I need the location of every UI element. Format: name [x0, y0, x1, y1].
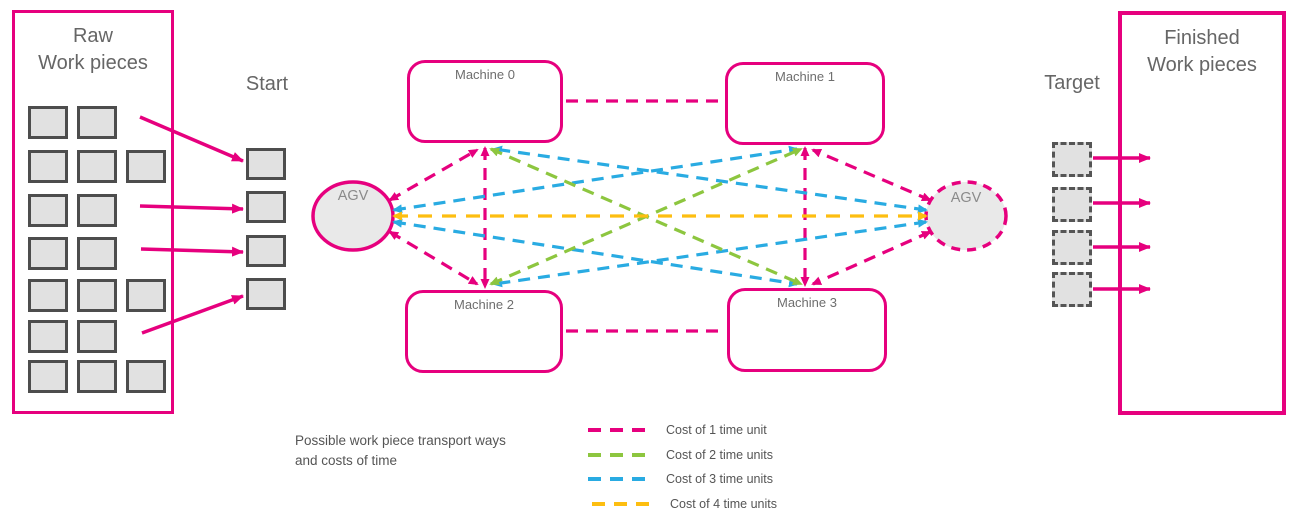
agv-left-label: AGV — [337, 188, 369, 204]
legend-label-cost-1: Cost of 1 time unit — [666, 423, 767, 438]
machine-3-label: Machine 3 — [777, 295, 837, 310]
workpiece-square — [126, 360, 166, 393]
finished-workpieces-box: Finished Work pieces — [1118, 11, 1286, 415]
legend-dash-swatch-cost-1 — [588, 428, 650, 433]
edge-agv_right-machine0-cost3 — [492, 145, 928, 214]
workpiece-square — [28, 106, 68, 139]
workpiece-square — [77, 320, 117, 353]
raw-workpieces-row — [28, 320, 117, 353]
start-slot-square — [246, 278, 286, 310]
raw-workpieces-row — [28, 237, 117, 270]
edge-agv_right-machine2-cost3 — [492, 218, 928, 288]
legend-label-cost-4: Cost of 4 time units — [670, 496, 777, 511]
start-slot-square — [246, 235, 286, 267]
workpiece-square — [28, 279, 68, 312]
raw-workpieces-box: Raw Work pieces — [12, 10, 174, 414]
raw-workpieces-row — [28, 194, 117, 227]
workpiece-square — [77, 237, 117, 270]
legend-dash-swatch-cost-3 — [588, 477, 650, 482]
machine-box-0: Machine 0 — [407, 60, 563, 143]
target-slot-square — [1052, 142, 1092, 177]
target-slot-square — [1052, 230, 1092, 265]
legend-item-cost-2: Cost of 2 time units — [588, 443, 777, 468]
legend-item-cost-3: Cost of 3 time units — [588, 467, 777, 492]
target-slot-square — [1052, 187, 1092, 222]
edge-agv_left-machine2-cost1 — [388, 230, 479, 286]
legend-label-cost-3: Cost of 3 time units — [666, 472, 773, 487]
workpiece-square — [77, 150, 117, 183]
start-slot-square — [246, 148, 286, 180]
raw-workpieces-row — [28, 279, 166, 312]
workpiece-square — [28, 320, 68, 353]
start-label: Start — [245, 73, 289, 95]
workpiece-square — [28, 194, 68, 227]
edge-agv_left-machine0-cost1 — [388, 148, 479, 202]
agv-right-label: AGV — [950, 190, 982, 206]
finished-workpieces-title: Finished Work pieces — [1122, 25, 1282, 79]
legend-label-cost-2: Cost of 2 time units — [666, 447, 773, 462]
start-slot-square — [246, 191, 286, 223]
legend-item-cost-1: Cost of 1 time unit — [588, 418, 777, 443]
workpiece-square — [126, 150, 166, 183]
edge-agv_left-machine3-cost3 — [392, 218, 799, 288]
raw-to-start-arrow — [140, 246, 244, 257]
workpiece-square — [77, 279, 117, 312]
machine-0-label: Machine 0 — [455, 67, 515, 82]
machine-2-label: Machine 2 — [454, 297, 514, 312]
raw-workpieces-row — [28, 150, 166, 183]
machine-1-label: Machine 1 — [775, 69, 835, 84]
legend-dash-swatch-cost-2 — [588, 452, 650, 457]
workpiece-square — [77, 106, 117, 139]
workpiece-square — [77, 194, 117, 227]
legend-item-cost-4: Cost of 4 time units — [588, 492, 777, 515]
workpiece-square — [77, 360, 117, 393]
target-slot-square — [1052, 272, 1092, 307]
caption-line2: and costs of time — [295, 453, 398, 468]
raw-workpieces-row — [28, 106, 117, 139]
target-label: Target — [1044, 72, 1100, 94]
raw-workpieces-title: Raw Work pieces — [15, 23, 171, 77]
raw-to-start-arrow — [139, 203, 244, 214]
edge-agv_right-machine3-cost1 — [811, 230, 932, 286]
raw-workpieces-row — [28, 360, 166, 393]
finished-title-line1: Finished — [1164, 27, 1240, 49]
cost-legend: Cost of 1 time unit Cost of 2 time units… — [588, 418, 777, 515]
machine-box-1: Machine 1 — [725, 62, 885, 145]
machine-box-3: Machine 3 — [727, 288, 887, 372]
raw-title-line1: Raw — [72, 25, 113, 47]
machine-box-2: Machine 2 — [405, 290, 563, 373]
workpiece-square — [126, 279, 166, 312]
finished-title-line2: Work pieces — [1147, 54, 1257, 76]
workpiece-square — [28, 237, 68, 270]
raw-to-start-arrow — [139, 115, 244, 163]
diagram-caption: Possible work piece transport ways and c… — [295, 431, 506, 471]
workpiece-square — [28, 150, 68, 183]
raw-to-start-arrow — [141, 294, 244, 335]
caption-line1: Possible work piece transport ways — [295, 433, 506, 448]
workpiece-square — [28, 360, 68, 393]
edge-agv_left-machine1-cost3 — [392, 145, 799, 214]
raw-title-line2: Work pieces — [38, 52, 148, 74]
edge-agv_right-machine1-cost1 — [811, 148, 932, 202]
legend-dash-swatch-cost-4 — [592, 501, 654, 506]
